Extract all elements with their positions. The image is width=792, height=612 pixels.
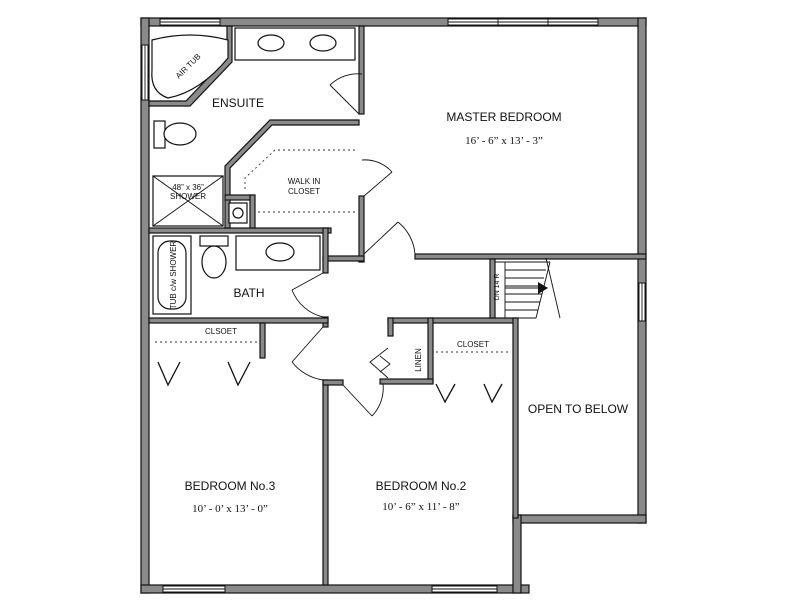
walk-in-closet-label-2: CLOSET — [288, 187, 320, 196]
linen-label: LINEN — [414, 348, 423, 372]
linen-south-wall — [379, 378, 434, 385]
shower-size-label: 48” x 36” — [172, 183, 204, 192]
walk-in-closet-label-1: WALK IN — [288, 177, 321, 186]
air-tub-fixture — [151, 34, 229, 99]
windows — [141, 18, 646, 593]
closet-b3-label: CLSOET — [205, 327, 237, 336]
ensuite-sink-2 — [309, 34, 337, 52]
shower-closet-wall — [224, 194, 254, 201]
bedroom2-size: 10’ - 6” x 11’ - 8” — [382, 501, 459, 513]
closet-b3-east-wall — [259, 322, 266, 359]
master-bedroom-size: 16’ - 6” x 13’ - 3” — [465, 135, 543, 147]
shower-label: SHOWER — [170, 192, 206, 201]
floor-drain — [232, 207, 244, 219]
shower-closet-wall-2 — [249, 194, 256, 229]
ensuite-sink-1 — [257, 34, 285, 52]
stairs-label: DN 14 R — [494, 274, 501, 301]
bedroom3-label: BEDROOM No.3 — [185, 479, 276, 493]
south-east-return-wall — [512, 514, 522, 594]
bedroom3-size: 10’ - 0’ x 13’ - 0” — [192, 503, 268, 515]
tub-shower-label: TUB c/w SHOWER — [169, 241, 178, 310]
stair-arrow-icon — [538, 282, 548, 294]
walk-in-closet-wall — [224, 119, 360, 229]
hall-wall-stub — [322, 379, 344, 386]
bath-tub-inner — [157, 240, 187, 310]
south-east-wall — [512, 514, 647, 524]
linen-closet-divider — [427, 317, 434, 384]
east-wall — [637, 17, 647, 524]
linen-closet-north-wall — [387, 317, 517, 324]
bath-sink — [265, 242, 295, 262]
south-wall — [140, 584, 530, 594]
interior-walls — [148, 25, 647, 586]
bedroom3-bedroom2-wall — [322, 379, 329, 586]
bath-toilet-bowl — [201, 245, 227, 279]
master-west-wall-upper — [358, 25, 365, 115]
fixtures — [151, 27, 561, 319]
bath-south-wall — [148, 317, 329, 324]
master-bedroom-label: MASTER BEDROOM — [446, 110, 561, 124]
bath-toilet-tank — [199, 235, 229, 247]
ensuite-vanity — [234, 27, 356, 61]
closet-b2-label: CLOSET — [457, 340, 489, 349]
labels: MASTER BEDROOM 16’ - 6” x 13’ - 3” ENSUI… — [169, 52, 629, 515]
ensuite-toilet-tank — [153, 120, 166, 149]
ensuite-label: ENSUITE — [212, 96, 264, 110]
bath-east-wall-upper — [322, 227, 329, 274]
bath-north-east-wall — [322, 255, 365, 262]
linen-west-wall — [387, 317, 394, 337]
master-south-wall — [414, 253, 647, 260]
stair-west-wall — [489, 258, 496, 319]
ensuite-toilet-bowl — [163, 122, 197, 146]
master-west-wall-lower — [358, 195, 365, 263]
bedroom2-east-wall — [512, 317, 519, 519]
doors — [155, 73, 510, 417]
ensuite-bath-divider — [148, 227, 332, 234]
bedroom2-label: BEDROOM No.2 — [376, 479, 467, 493]
stair-treads — [495, 257, 561, 319]
bath-label: BATH — [233, 286, 264, 300]
open-to-below-label: OPEN TO BELOW — [528, 402, 629, 416]
exterior-walls — [140, 17, 647, 594]
west-wall — [140, 17, 150, 594]
